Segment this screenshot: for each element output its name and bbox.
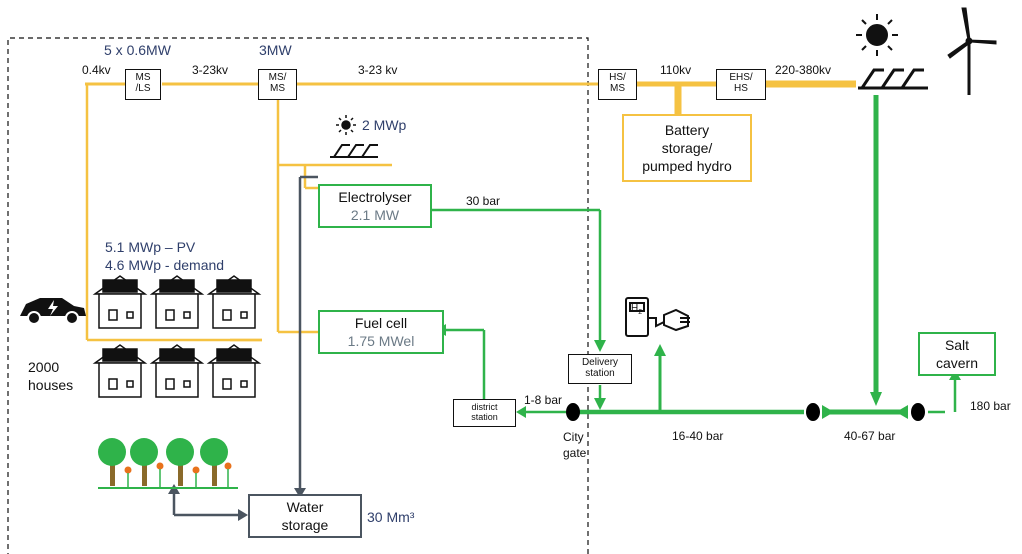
voltage-220-380kv-label: 220-380kv bbox=[775, 63, 832, 77]
hs-ms-transformer-box: HS/MS bbox=[598, 69, 637, 100]
pressure-1-8bar-label: 1-8 bar bbox=[524, 393, 563, 407]
voltage-3-23kv-label-2: 3-23 kv bbox=[358, 63, 398, 77]
voltage-110kv-label: 110kv bbox=[660, 63, 692, 77]
sun-icon-small bbox=[336, 115, 356, 135]
solar-panel-icon-large bbox=[858, 68, 928, 90]
pipeline-nodes bbox=[566, 403, 925, 421]
h2-icon-label: H2 bbox=[631, 303, 643, 317]
pressure-40-67bar-label: 40-67 bar bbox=[844, 429, 896, 443]
electrolyser-box: Electrolyser 2.1 MW bbox=[318, 184, 432, 228]
solar-panel-icon-small bbox=[330, 144, 378, 158]
voltage-0-4kv-label: 0.4kv bbox=[82, 63, 111, 77]
voltage-3-23kv-label: 3-23kv bbox=[192, 63, 229, 77]
hydrogen-refuelling-icon bbox=[625, 297, 690, 337]
trees-icon-group bbox=[98, 438, 238, 489]
pv-2mwp-label: 2 MWp bbox=[362, 117, 407, 133]
water-lines bbox=[172, 175, 318, 517]
houses-label: houses bbox=[28, 377, 74, 393]
electric-car-icon bbox=[20, 298, 86, 325]
water-volume-label: 30 Mm³ bbox=[367, 509, 415, 525]
sun-icon-large bbox=[856, 14, 898, 56]
pv-homes-label: 5.1 MWp – PV bbox=[105, 239, 196, 255]
houses-icon-group bbox=[92, 275, 262, 398]
electric-grid-lines bbox=[85, 80, 856, 342]
city-gate-label-1: City bbox=[563, 430, 584, 444]
ehs-hs-transformer-box: EHS/HS bbox=[716, 69, 766, 100]
battery-storage-box: Battery storage/ pumped hydro bbox=[622, 114, 752, 182]
water-storage-box: Water storage bbox=[248, 494, 362, 538]
ms-ms-capacity-label: 3MW bbox=[259, 42, 292, 58]
local-boundary-dashed-line bbox=[7, 37, 589, 554]
salt-cavern-box: Salt cavern bbox=[918, 332, 996, 376]
pressure-30bar-label: 30 bar bbox=[466, 194, 501, 208]
ms-ms-transformer-box: MS/MS bbox=[258, 69, 297, 100]
ms-ls-transformer-box: MS/LS bbox=[125, 69, 161, 100]
wind-turbine-icon bbox=[947, 7, 997, 95]
houses-count-label: 2000 bbox=[28, 359, 60, 375]
demand-label: 4.6 MWp - demand bbox=[105, 257, 225, 273]
ms-ls-capacity-label: 5 x 0.6MW bbox=[104, 42, 171, 58]
city-gate-label-2: gate bbox=[563, 446, 587, 460]
fuel-cell-box: Fuel cell 1.75 MWel bbox=[318, 310, 444, 354]
pressure-16-40bar-label: 16-40 bar bbox=[672, 429, 724, 443]
pressure-180bar-label: 180 bar bbox=[970, 399, 1011, 413]
